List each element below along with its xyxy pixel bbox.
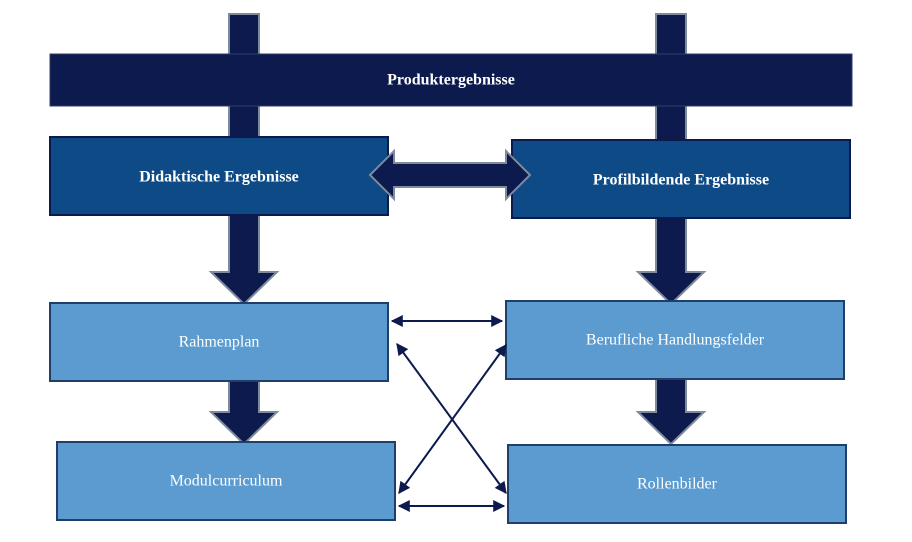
top-bar-label: Produktergebnisse [387,72,515,89]
right-mid-label: Profilbildende Ergebnisse [593,172,769,189]
right-lower-box [505,300,845,380]
right-mid-box [511,139,851,219]
right-bottom-label: Rollenbilder [637,476,718,493]
top-bar-box [49,53,853,107]
left-mid-label: Didaktische Ergebnisse [139,169,299,186]
down-arrow-right-1 [635,213,707,306]
right-bottom-box [507,444,847,524]
left-bottom-label: Modulcurriculum [170,473,283,490]
right-lower-label: Berufliche Handlungsfelder [586,332,765,349]
left-mid-box [49,136,389,216]
double-arrow-mid [368,148,532,202]
left-lower-label: Rahmenplan [179,334,260,351]
down-arrow-left-1 [208,211,280,306]
left-bottom-box [56,441,396,521]
down-arrow-left-2 [208,379,280,446]
connector-handlungsfelder-modul [398,344,507,494]
down-arrow-right-2 [635,377,707,446]
left-lower-box [49,302,389,382]
